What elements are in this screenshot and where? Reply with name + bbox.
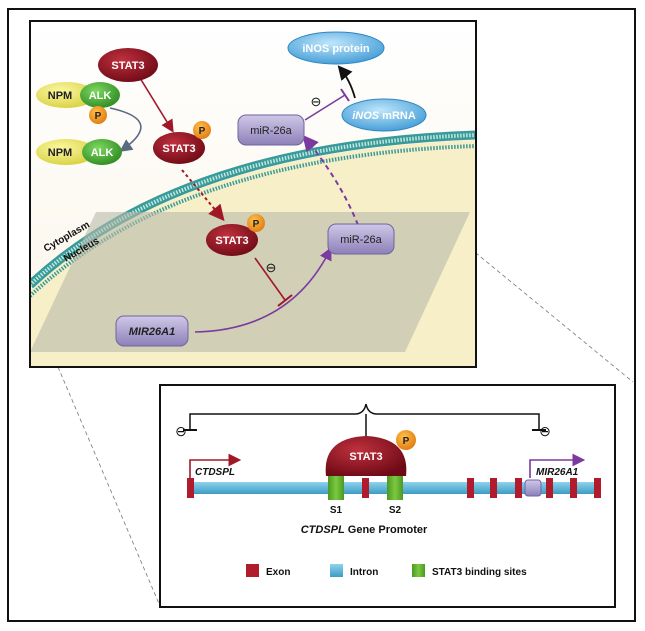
phospho-stat3-cytoplasm: [193, 121, 211, 139]
mir26a-inhibition-line: [304, 94, 346, 121]
alk-top-label: ALK: [89, 90, 112, 102]
s1-label: S1: [330, 505, 343, 516]
npm-bottom: [36, 139, 96, 165]
inos-protein: [287, 31, 385, 65]
stat3-phospho-cytoplasm: [153, 132, 205, 164]
mir26a1-label: MIR26A1: [536, 467, 579, 478]
stat3: [98, 48, 158, 82]
cell-panel: [30, 21, 476, 367]
stat3-phospho-nucleus-label: STAT3: [215, 235, 248, 247]
legend-binding-swatch: [412, 564, 425, 577]
stat3-translocation-arrow: [181, 169, 225, 222]
binding-site-s1: [328, 476, 344, 500]
alk-bottom-label: ALK: [91, 147, 114, 159]
stat3-label: STAT3: [111, 60, 144, 72]
exon: [187, 478, 194, 498]
phospho-alk: [89, 106, 107, 124]
mir26a-nucleus: [327, 223, 395, 255]
legend-exon-swatch: [246, 564, 259, 577]
legend-intron-swatch: [330, 564, 343, 577]
stat3-phospho-nucleus: [206, 224, 258, 256]
mir26a-cytoplasm: [237, 114, 305, 146]
stat3-inhibition-line: [254, 257, 286, 301]
inhibit-symbol-mir26a1: ⊖: [539, 423, 551, 439]
exon: [467, 478, 474, 498]
mir26a-cytoplasm-label: miR-26a: [250, 125, 292, 137]
phospho-stat3-dimer-label: P: [403, 436, 410, 447]
ctdspl-tss-arrow: [189, 453, 242, 478]
legend-exon-label: Exon: [266, 567, 290, 578]
inos-mrna-label: iNOS mRNA: [352, 110, 416, 122]
phospho-stat3-nucleus-label: P: [253, 219, 260, 230]
mir26a-export-arrow: [302, 134, 359, 226]
stat3-dimer: [325, 436, 407, 476]
inhibit-symbol-ctdspl: ⊖: [175, 423, 187, 439]
mir26a1-element: [524, 479, 542, 497]
stat3-phospho-cytoplasm-label: STAT3: [162, 143, 195, 155]
stat3-inhibition-bar: [277, 294, 293, 307]
ctdspl-label: CTDSPL: [195, 467, 235, 478]
outer-frame: [7, 8, 636, 622]
translation-arrow: [337, 65, 356, 99]
stat3-phosphorylation-arrow: [139, 77, 174, 133]
alk-top: [80, 82, 120, 108]
exon: [515, 478, 522, 498]
exon: [570, 478, 577, 498]
npm-alk-arrow: [109, 107, 142, 152]
legend-intron-label: Intron: [350, 567, 378, 578]
mir26a1-gene: [115, 315, 189, 347]
exon: [362, 478, 369, 498]
inos-protein-label: iNOS protein: [302, 43, 370, 55]
mir26a1-tss-arrow: [529, 453, 586, 478]
legend: Exon Intron STAT3 binding sites: [246, 564, 527, 578]
npm-bottom-label: NPM: [48, 147, 72, 159]
mir26a1-gene-label: MIR26A1: [129, 326, 175, 338]
phospho-stat3-dimer: [396, 430, 416, 450]
mir26a-nucleus-label: miR-26a: [340, 234, 382, 246]
zoom-line-left: [57, 366, 161, 607]
npm-top: [36, 82, 96, 108]
inhibit-symbol-stat3: ⊖: [266, 260, 277, 275]
phospho-stat3-cytoplasm-label: P: [199, 126, 206, 137]
transcription-arrow: [194, 247, 332, 333]
legend-binding-label: STAT3 binding sites: [432, 567, 527, 578]
inos-mrna: [341, 98, 427, 132]
exon: [594, 478, 601, 498]
regulation-bracket: [189, 403, 540, 430]
phospho-alk-label: P: [95, 111, 102, 122]
s2-label: S2: [389, 505, 402, 516]
binding-site-s2: [387, 476, 403, 500]
top-panel-frame: [29, 20, 477, 368]
exon-set: [187, 478, 601, 498]
zoom-line-right: [442, 225, 634, 383]
exon: [490, 478, 497, 498]
npm-top-label: NPM: [48, 90, 72, 102]
promoter-caption: CTDSPL Gene Promoter: [301, 524, 428, 536]
exon: [546, 478, 553, 498]
inhibit-symbol-mir: ⊖: [311, 94, 322, 109]
stat3-dimer-label: STAT3: [349, 451, 382, 463]
phospho-stat3-nucleus: [247, 214, 265, 232]
alk-bottom: [82, 139, 122, 165]
